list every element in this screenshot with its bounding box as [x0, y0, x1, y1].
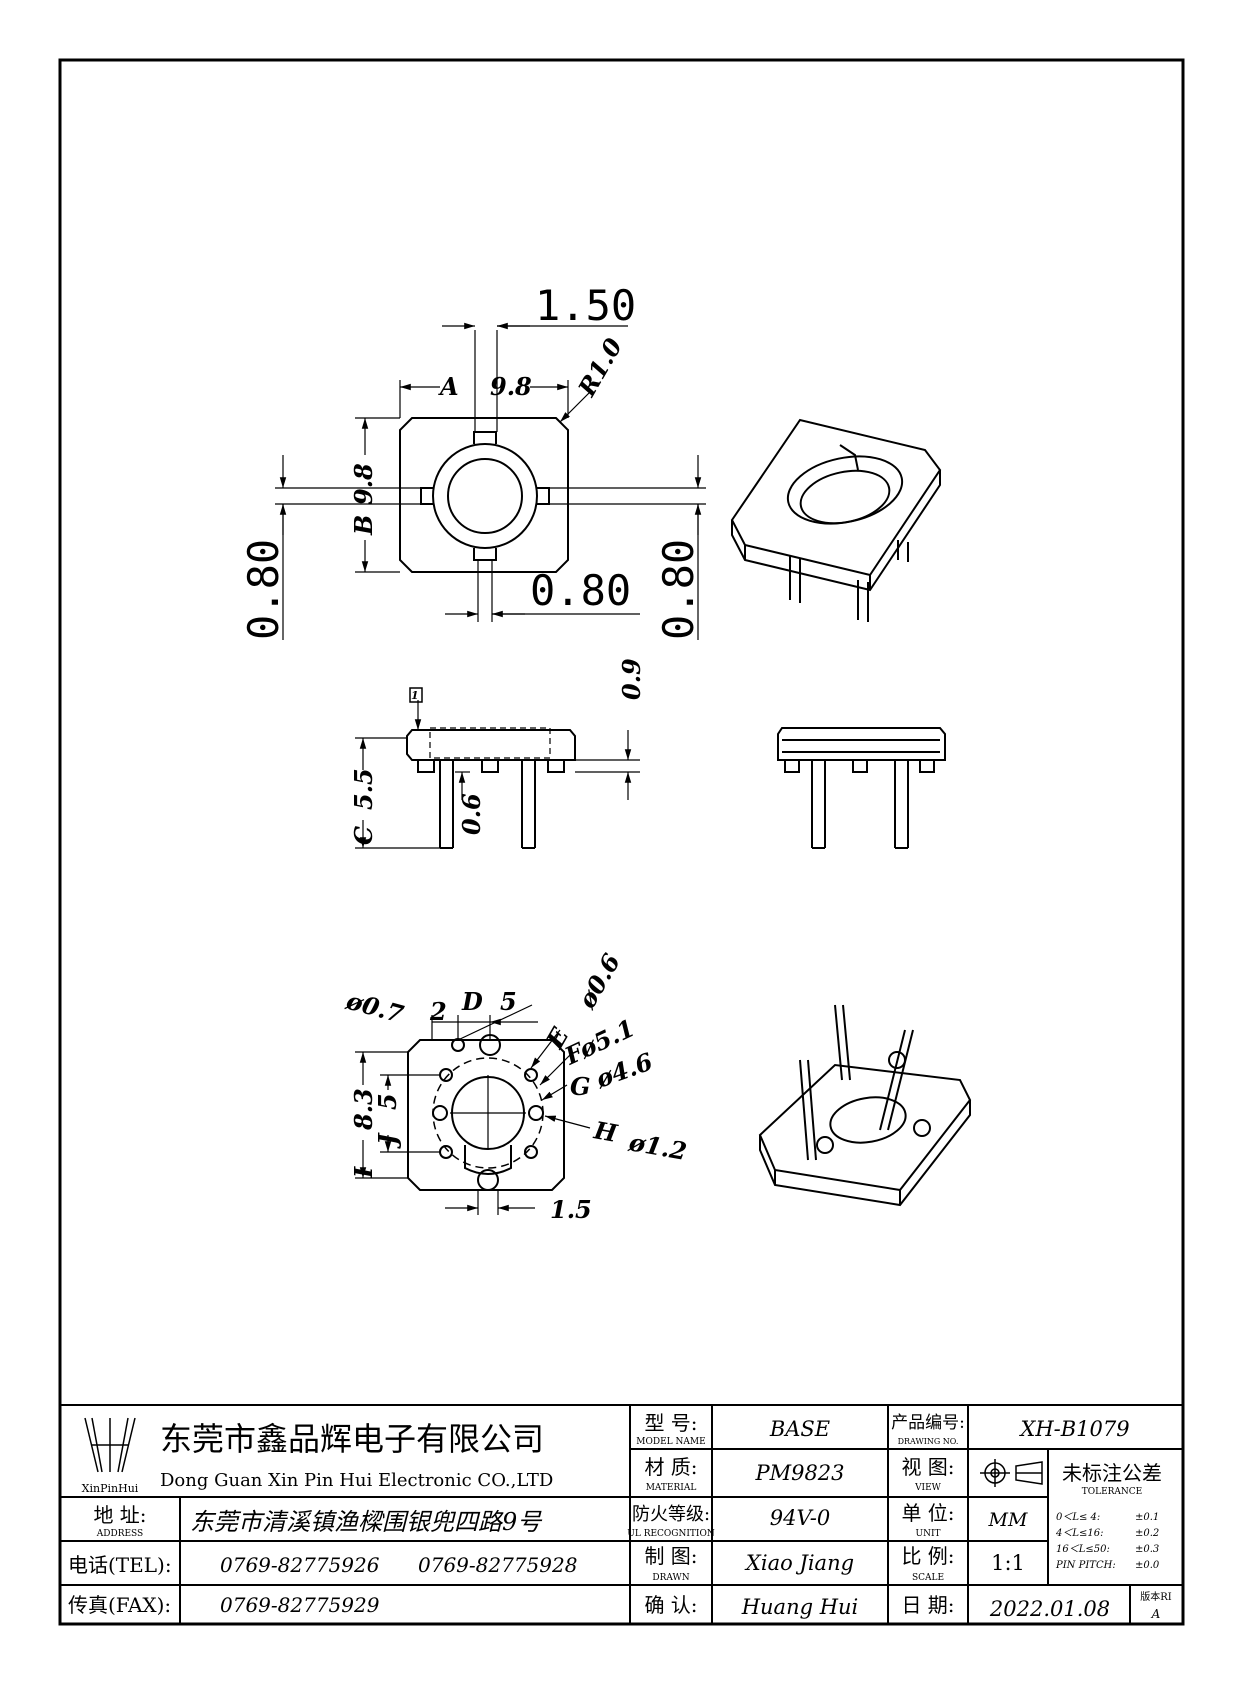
sheet-border	[58, 58, 1185, 1626]
side-view	[355, 687, 640, 849]
drawn-label-en: DRAWN	[652, 1573, 689, 1583]
model-value: BASE	[769, 1417, 830, 1441]
company-name-cn: 东莞市鑫品辉电子有限公司	[160, 1420, 544, 1458]
dim-15: 1.5	[550, 1195, 592, 1224]
rev-value: A	[1151, 1607, 1161, 1621]
dim-b: 9.8	[349, 463, 378, 505]
tolerance-label-en: TOLERANCE	[1082, 1487, 1143, 1497]
tolerance-value-1: ±0.1	[1135, 1512, 1159, 1523]
material-value: PM9823	[754, 1461, 844, 1485]
label-j: J	[373, 1132, 402, 1149]
drawn-label: 制 图:	[644, 1544, 697, 1568]
checked-value: Huang Hui	[741, 1595, 859, 1619]
scale-value: 1:1	[991, 1551, 1025, 1575]
material-label-en: MATERIAL	[646, 1483, 697, 1493]
drawing-no-value: XH-B1079	[1018, 1417, 1129, 1441]
label-h: H	[591, 1115, 621, 1148]
dim-pin-width: 1.50	[535, 281, 636, 330]
model-label-en: MODEL NAME	[636, 1437, 705, 1447]
dim-2: 2	[429, 997, 447, 1026]
dim-c: 5.5	[349, 768, 378, 810]
tel-1: 0769-82775926	[220, 1553, 380, 1577]
ul-value: 94V-0	[770, 1506, 830, 1530]
drawing-no-label: 产品编号:	[891, 1413, 965, 1433]
front-view	[777, 727, 946, 849]
dim-06: 0.6	[457, 793, 486, 835]
title-block	[60, 1404, 1183, 1624]
model-label: 型 号:	[644, 1411, 697, 1435]
label-c: C	[349, 826, 378, 845]
unit-label: 单 位:	[901, 1501, 954, 1525]
label-a: A	[438, 372, 459, 401]
material-label: 材 质:	[644, 1455, 697, 1479]
dim-bottom-080: 0.80	[530, 566, 631, 615]
check-label: 确 认:	[644, 1593, 697, 1617]
tolerance-value-3: ±0.3	[1135, 1544, 1159, 1555]
company-name-en: Dong Guan Xin Pin Hui Electronic CO.,LTD	[160, 1470, 553, 1491]
view-symbol-icon	[980, 1459, 1043, 1487]
dim-top-09: 0.9	[617, 658, 646, 700]
fax-value: 0769-82775929	[220, 1593, 380, 1617]
unit-value: MM	[988, 1509, 1028, 1531]
side-marker: 1	[411, 689, 419, 702]
tolerance-range-1: 0＜L≤ 4:	[1056, 1512, 1100, 1523]
dia-h: ø1.2	[626, 1127, 689, 1166]
dia-e: ø0.6	[572, 948, 627, 1014]
address-value: 东莞市清溪镇渔樑围银兜四路9号	[190, 1508, 543, 1536]
corner-radius: R1.0	[572, 333, 629, 402]
top-view	[275, 322, 706, 640]
scale-label-en: SCALE	[912, 1573, 944, 1583]
dim-5-top: 5	[500, 987, 517, 1016]
drawing-no-label-en: DRAWING NO.	[898, 1437, 959, 1446]
logo-text: XinPinHui	[82, 1482, 139, 1495]
ul-label-en: UL RECOGNITION	[627, 1529, 715, 1539]
tel-label: 电话(TEL):	[68, 1553, 172, 1577]
view-label-en: VIEW	[914, 1483, 942, 1493]
dim-j: 5	[373, 1093, 402, 1110]
tolerance-value-2: ±0.2	[1135, 1528, 1159, 1539]
view-label: 视 图:	[901, 1455, 954, 1479]
bottom-view	[355, 1004, 591, 1215]
tolerance-range-2: 4＜L≤16:	[1055, 1528, 1103, 1539]
logo-mark	[84, 1417, 136, 1473]
address-label-en: ADDRESS	[96, 1529, 143, 1539]
tolerance-range-4: PIN PITCH:	[1055, 1560, 1116, 1571]
tolerance-range-3: 16＜L≤50:	[1056, 1544, 1110, 1555]
label-g: G	[570, 1072, 591, 1101]
label-d: D	[461, 987, 483, 1016]
date-label: 日 期:	[901, 1593, 954, 1617]
drawn-value: Xiao Jiang	[744, 1551, 854, 1575]
dim-a: 9.8	[490, 372, 532, 401]
label-i: I	[349, 1166, 378, 1179]
dim-i: 8.3	[349, 1088, 378, 1131]
tolerance-value-4: ±0.0	[1135, 1560, 1160, 1571]
tel-2: 0769-82775928	[418, 1553, 577, 1577]
dim-left-080: 0.80	[239, 539, 288, 640]
isometric-view-bottom	[758, 1004, 972, 1207]
address-label: 地 址:	[93, 1503, 146, 1527]
fax-label: 传真(FAX):	[68, 1593, 171, 1617]
label-b: B	[349, 515, 378, 536]
scale-label: 比 例:	[901, 1544, 954, 1568]
unit-label-en: UNIT	[915, 1529, 940, 1539]
tolerance-label: 未标注公差	[1062, 1461, 1162, 1485]
dia-small: ø0.7	[342, 986, 407, 1029]
ul-label: 防火等级:	[632, 1504, 710, 1525]
dim-right-080: 0.80	[654, 539, 703, 640]
date-value: 2022.01.08	[989, 1597, 1110, 1621]
rev-label: 版本RI	[1140, 1590, 1172, 1603]
isometric-view-top	[730, 418, 942, 622]
